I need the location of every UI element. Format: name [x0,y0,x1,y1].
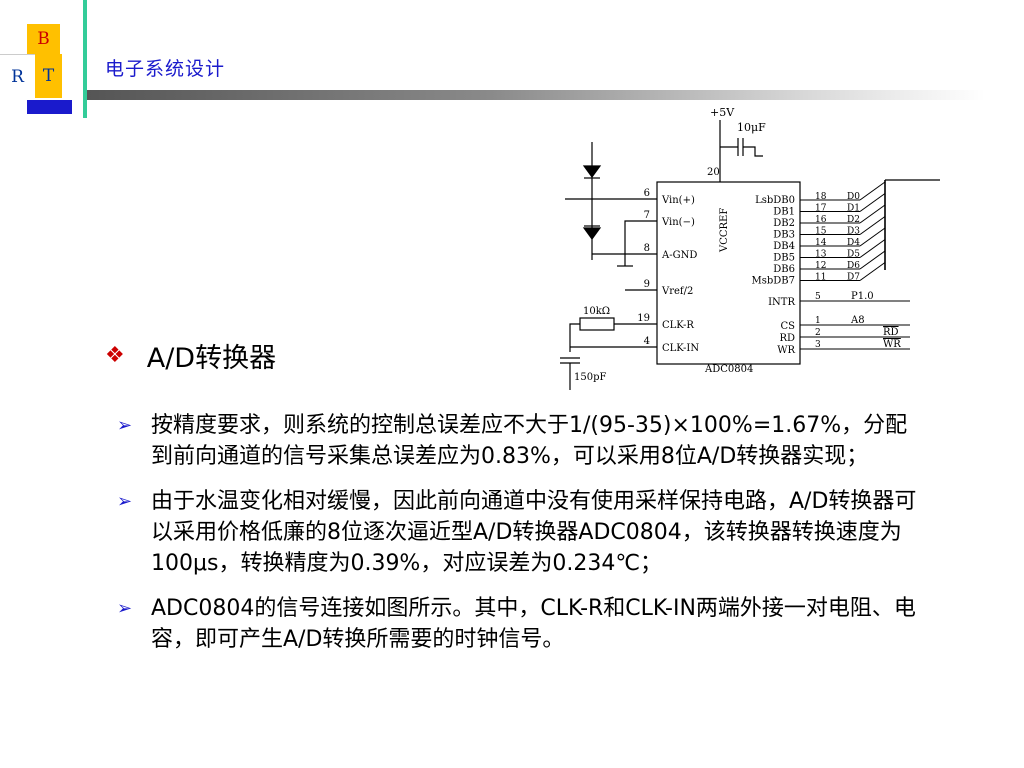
left-pin-number: 4 [644,336,650,347]
db-output-label: D4 [847,238,860,248]
db-pin-label: LsbDB0 [755,195,795,206]
db-bus-entry [859,216,886,235]
db-pin-label: DB2 [773,218,795,229]
ctrl-pin-number: 3 [815,340,821,350]
supply-label: +5V [710,106,735,119]
ctrl-pin-number: 2 [815,328,821,338]
left-pin-number: 8 [644,243,650,254]
left-pin-number: 7 [644,210,650,221]
db-output-label: D2 [847,215,860,225]
db-pin-number: 12 [815,261,826,271]
ctrl-output-label: P1.0 [851,291,874,302]
left-pin-label: Vin(+) [661,195,695,206]
db-pin-label: MsbDB7 [751,276,795,287]
pin20-number: 20 [707,167,720,178]
arrow-bullet-icon: ➢ [117,598,133,619]
db-pin-number: 13 [815,250,827,260]
db-pin-number: 11 [815,273,826,283]
diode-upper [582,165,602,179]
cap-top-label: 10μF [737,121,766,134]
section-heading: ❖ A/D转换器 [105,336,276,375]
adc0804-circuit-diagram: +5V 10μF 20 VCCREF ADC0804 10kΩ 150pF 6V… [560,106,940,390]
resistor-label: 10kΩ [583,306,610,317]
bullet-list: ➢ 按精度要求，则系统的控制总误差应不大于1/(95-35)×100%=1.67… [117,410,927,669]
left-pin-number: 9 [644,279,650,290]
ctrl-pin-label: WR [777,345,795,356]
left-pin-label: A-GND [661,250,697,261]
arrow-bullet-icon: ➢ [117,415,133,436]
db-bus-entry [859,262,886,281]
arrow-bullet-icon: ➢ [117,491,133,512]
header-divider-vertical [83,0,87,118]
vccref-label: VCCREF [719,208,730,253]
ctrl-pin-label: RD [779,333,795,344]
diamond-bullet-icon: ❖ [105,343,125,368]
db-bus-entry [859,227,886,247]
ctrl-pin-number: 5 [815,292,821,302]
bullet-text-1: 按精度要求，则系统的控制总误差应不大于1/(95-35)×100%=1.67%，… [151,413,908,469]
db-pin-number: 17 [815,204,827,214]
left-pin-number: 19 [637,313,650,324]
ctrl-output-label: A8 [850,315,865,326]
left-pin-label: CLK-R [662,320,694,331]
db-pin-label: DB6 [773,264,795,275]
logo-bar [27,100,72,114]
db-pin-label: DB3 [773,230,795,241]
left-pin-number: 6 [644,188,650,199]
db-output-label: D0 [847,192,860,202]
db-pin-label: DB1 [773,207,795,218]
db-output-label: D5 [847,250,860,260]
ctrl-output-label: RD [883,327,899,338]
logo-letter-t: T [35,54,62,98]
ctrl-pin-label: INTR [768,297,795,308]
header-rule [87,90,985,100]
db-bus-entry [859,181,886,201]
diode-lower [582,227,602,241]
db-pin-label: DB5 [773,253,795,264]
db-wires [800,180,886,281]
db-bus-entry [859,239,886,258]
vin-minus-wire [624,220,657,254]
cap-bottom-label: 150pF [574,372,606,383]
db-pin-number: 15 [815,227,827,237]
logo-letter-b: B [27,24,60,54]
db-output-label: D1 [847,204,860,214]
chip-name: ADC0804 [704,364,753,375]
db-pin-number: 14 [815,238,827,248]
left-pin-label: Vref/2 [661,286,693,297]
db-pin-label: DB4 [773,241,795,252]
logo-letter-r: R [0,54,35,99]
db-bus-entry [859,250,886,270]
bullet-item-1: ➢ 按精度要求，则系统的控制总误差应不大于1/(95-35)×100%=1.67… [117,410,927,472]
page-title: 电子系统设计 [105,58,226,80]
left-pin-label: Vin(−) [661,217,695,228]
ctrl-output-label: WR [883,339,901,350]
bullet-item-3: ➢ ADC0804的信号连接如图所示。其中，CLK-R和CLK-IN两端外接一对… [117,593,927,655]
chip-body [656,181,801,365]
bullet-text-2: 由于水温变化相对缓慢，因此前向通道中没有使用采样保持电路，A/D转换器可以采用价… [151,489,917,576]
cap-top-ground [743,146,763,157]
bullet-item-2: ➢ 由于水温变化相对缓慢，因此前向通道中没有使用采样保持电路，A/D转换器可以采… [117,486,927,579]
ctrl-pin-number: 1 [815,316,821,326]
db-output-label: D3 [847,227,860,237]
resistor-wire-left [569,323,580,352]
bullet-text-3: ADC0804的信号连接如图所示。其中，CLK-R和CLK-IN两端外接一对电阻… [151,596,916,652]
ctrl-wires [800,300,910,350]
db-bus-entry [859,204,886,224]
left-pin-label: CLK-IN [662,343,699,354]
db-pin-number: 18 [815,192,827,202]
ctrl-pin-label: CS [780,321,795,332]
db-output-label: D7 [847,273,860,283]
resistor-body [579,317,615,331]
db-output-label: D6 [847,261,860,271]
db-pin-number: 16 [815,215,827,225]
section-title: A/D转换器 [146,343,277,374]
db-bus-entry [859,193,886,212]
